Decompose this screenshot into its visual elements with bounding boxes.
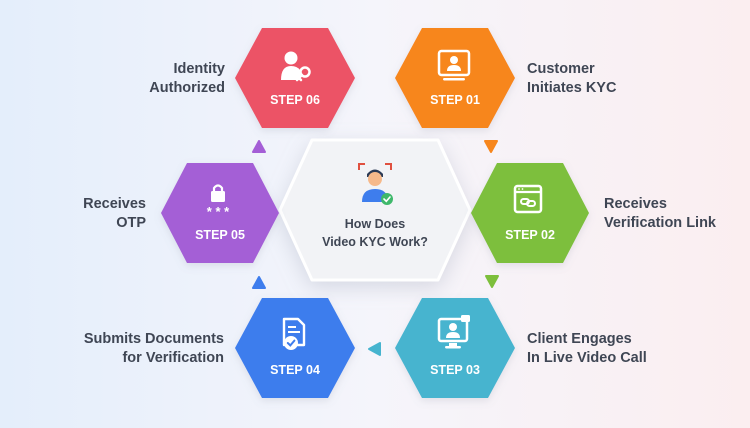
tablet-user-icon [437, 49, 471, 81]
step-05-description: Receives OTP [83, 196, 146, 231]
step-04-node: STEP 04 [235, 298, 355, 398]
step-04-label: STEP 04 [270, 363, 320, 377]
connector-arrows [252, 140, 499, 356]
arrow-step04-to-step05 [252, 276, 266, 289]
document-check-icon [282, 317, 306, 350]
user-key-icon [281, 51, 311, 82]
step-02-label: STEP 02 [505, 228, 555, 242]
center-node: How Does Video KYC Work? [278, 138, 472, 282]
step-05-hexagon [161, 163, 279, 263]
step-03-label: STEP 03 [430, 363, 480, 377]
step-02-node: STEP 02 [471, 163, 589, 263]
step-01-node: STEP 01 [395, 28, 515, 128]
step-03-node: STEP 03 [395, 298, 515, 398]
step-01-description: Customer Initiates KYC [527, 61, 617, 96]
step-06-description: Identity Authorized [149, 61, 225, 96]
step-06-label: STEP 06 [270, 93, 320, 107]
arrow-step03-to-step04 [368, 342, 381, 356]
step-04-description: Submits Documents for Verification [83, 331, 224, 366]
step-05-label: STEP 05 [195, 228, 245, 242]
step-02-description: Receives Verification Link [604, 196, 716, 231]
svg-text:* * *: * * * [207, 204, 230, 219]
step-03-description: Client Engages In Live Video Call [527, 331, 647, 366]
arrow-step05-to-step06 [252, 140, 266, 153]
step-05-node: * * * STEP 05 [161, 163, 279, 263]
step-06-node: STEP 06 [235, 28, 355, 128]
center-title-line2: Video KYC Work? [322, 235, 428, 249]
center-title-line1: How Does [345, 217, 405, 231]
video-call-icon [437, 315, 470, 349]
step-01-label: STEP 01 [430, 93, 480, 107]
arrow-step02-to-step03 [485, 275, 499, 288]
lock-password-icon: * * * [207, 184, 230, 219]
face-scan-verified-icon [358, 163, 393, 205]
center-hexagon [278, 138, 472, 282]
browser-link-icon [513, 184, 543, 214]
arrow-step01-to-step02 [484, 140, 498, 153]
